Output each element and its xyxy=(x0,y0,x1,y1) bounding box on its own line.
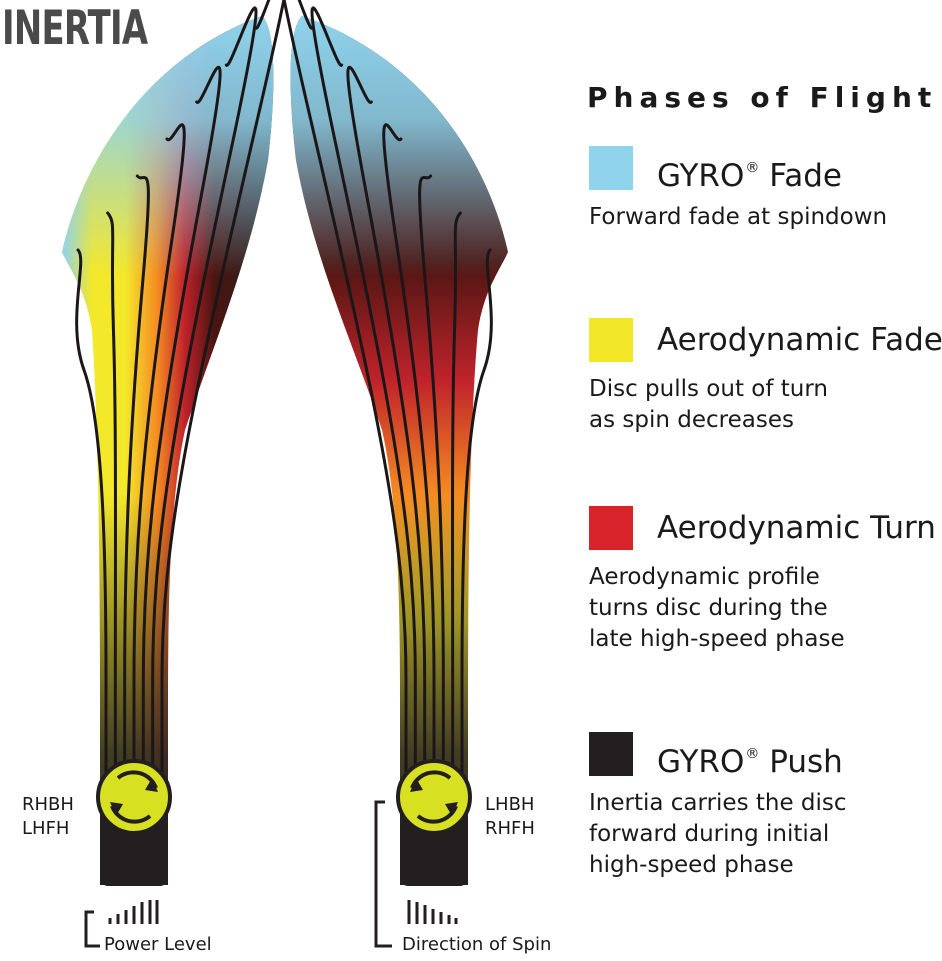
flight-line xyxy=(310,6,417,882)
phase-description-line: forward during initial xyxy=(589,821,830,847)
flight-line xyxy=(75,248,108,882)
power-level-label: Power Level xyxy=(104,934,212,955)
phase-name-text: GYRO xyxy=(657,744,745,780)
flight-line xyxy=(106,211,117,882)
phase-description: Inertia carries the disc forward during i… xyxy=(589,788,847,881)
phase-name: Aerodynamic Fade xyxy=(657,318,942,362)
phase-color-swatch xyxy=(589,506,633,550)
phase-description: Aerodynamic profile turns disc during the… xyxy=(589,562,845,655)
phase-name-text: GYRO xyxy=(657,158,745,194)
left-throw-label-1: RHBH xyxy=(22,794,74,815)
phase-color-swatch xyxy=(589,318,633,362)
flight-line xyxy=(123,174,150,882)
registered-mark: ® xyxy=(745,160,760,176)
phase-description-line: high-speed phase xyxy=(589,852,794,878)
flight-line xyxy=(451,211,462,882)
flight-line xyxy=(346,65,427,882)
power-level-icon xyxy=(84,900,159,948)
flight-line xyxy=(382,123,436,882)
flight-line xyxy=(418,174,445,882)
phase-description-line: Disc pulls out of turn xyxy=(589,376,828,402)
phase-description: Forward fade at spindown xyxy=(589,202,887,233)
phase-color-swatch xyxy=(589,146,633,190)
phase-description-line: turns disc during the xyxy=(589,595,828,621)
legend-title: Phases of Flight xyxy=(587,81,938,114)
phase-description-line: as spin decreases xyxy=(589,407,794,433)
flight-line xyxy=(460,248,493,882)
right-flight-path xyxy=(282,0,508,886)
flight-line xyxy=(282,0,408,882)
registered-mark: ® xyxy=(745,746,760,762)
left-throw-label-2: LHFH xyxy=(22,818,70,839)
phase-name-text: Aerodynamic Fade xyxy=(657,322,942,358)
phase-description: Disc pulls out of turn as spin decreases xyxy=(589,374,828,436)
phase-name: GYRO® Fade xyxy=(657,146,842,198)
right-throw-label-2: RHFH xyxy=(485,818,535,839)
phase-name-text: Aerodynamic Turn xyxy=(657,510,936,546)
phase-name-suffix: Push xyxy=(759,744,843,780)
flight-line xyxy=(151,6,258,882)
phase-color-swatch xyxy=(589,732,633,776)
clockwise-spin-icon xyxy=(96,759,172,835)
flight-line xyxy=(141,65,222,882)
direction-of-spin-icon xyxy=(374,800,458,948)
phase-description-line: Aerodynamic profile xyxy=(589,564,820,590)
phase-name-suffix: Fade xyxy=(759,158,842,194)
flight-line xyxy=(160,0,286,882)
left-flight-path xyxy=(62,0,286,886)
phase-name: GYRO® Push xyxy=(657,732,843,784)
direction-of-spin-label: Direction of Spin xyxy=(402,934,552,955)
phase-description-line: late high-speed phase xyxy=(589,626,845,652)
diagram-title: INERTIA xyxy=(2,1,148,56)
right-throw-label-1: LHBH xyxy=(485,794,535,815)
counterclockwise-spin-icon xyxy=(396,759,472,835)
phase-name: Aerodynamic Turn xyxy=(657,506,936,550)
flight-line xyxy=(132,123,186,882)
phase-description-line: Inertia carries the disc xyxy=(589,790,847,816)
phase-description-line: Forward fade at spindown xyxy=(589,204,888,230)
